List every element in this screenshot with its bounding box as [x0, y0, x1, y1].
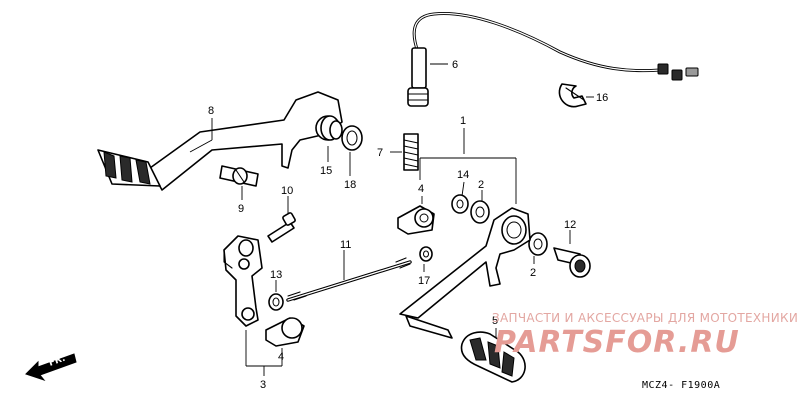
- part-12-pivot-bolt[interactable]: [553, 247, 591, 278]
- part-2-bushing-upper[interactable]: [470, 200, 490, 224]
- forward-arrow-icon: FR.: [25, 353, 77, 382]
- part-3-brake-arm[interactable]: [223, 235, 263, 327]
- watermark-caption: ЗАПЧАСТИ И АКСЕССУАРЫ ДЛЯ МОТОТЕХНИКИ: [492, 311, 798, 325]
- callout-11: 11: [340, 239, 351, 251]
- callout-4-upper: 4: [418, 183, 424, 195]
- part-13-nut[interactable]: [268, 293, 284, 311]
- part-18-washer[interactable]: [341, 125, 363, 151]
- part-7-return-spring[interactable]: [403, 133, 419, 171]
- part-4-joint-lower[interactable]: [265, 317, 305, 347]
- part-11-brake-rod[interactable]: [286, 257, 412, 302]
- watermark: ЗАПЧАСТИ И АКСЕССУАРЫ ДЛЯ МОТОТЕХНИКИ PA…: [492, 311, 798, 360]
- callout-14: 14: [457, 169, 469, 181]
- watermark-brand: PARTSFOR.RU: [494, 325, 740, 360]
- part-10-bolt[interactable]: [267, 212, 296, 243]
- callout-15: 15: [320, 165, 332, 177]
- part-2-bushing-lower[interactable]: [528, 232, 548, 256]
- callout-7: 7: [377, 147, 383, 159]
- callout-5: 5: [492, 315, 498, 327]
- part-17-nut[interactable]: [419, 246, 433, 262]
- part-4-joint-upper[interactable]: [397, 205, 435, 235]
- part-6-brake-switch-cable[interactable]: [407, 11, 699, 107]
- callout-8: 8: [208, 105, 214, 117]
- part-1-gearshift-pedal[interactable]: [399, 207, 531, 339]
- callout-2-upper: 2: [478, 179, 484, 191]
- callout-16: 16: [596, 92, 608, 104]
- callout-13: 13: [270, 269, 282, 281]
- callout-9: 9: [238, 203, 244, 215]
- leader-lines: [189, 63, 594, 376]
- callout-6: 6: [452, 59, 458, 71]
- part-16-clamp[interactable]: [558, 83, 587, 108]
- callout-1: 1: [460, 115, 466, 127]
- callout-2-lower: 2: [530, 267, 536, 279]
- part-14-washer[interactable]: [451, 194, 469, 214]
- callout-3: 3: [260, 379, 266, 391]
- part-5-shift-rubber[interactable]: [460, 331, 526, 383]
- callout-numbers: 6 16 8 15 18 7 9 10 11 13 17 4 1 14 2 12…: [208, 59, 608, 391]
- callout-4-lower: 4: [278, 351, 284, 363]
- callout-17: 17: [418, 275, 430, 287]
- part-15-bushing[interactable]: [320, 115, 343, 141]
- callout-12: 12: [564, 219, 576, 231]
- callout-10: 10: [281, 185, 293, 197]
- callout-18: 18: [344, 179, 356, 191]
- diagram-code: MCZ4- F1900A: [642, 380, 720, 391]
- part-9-pivot-pin[interactable]: [219, 165, 259, 187]
